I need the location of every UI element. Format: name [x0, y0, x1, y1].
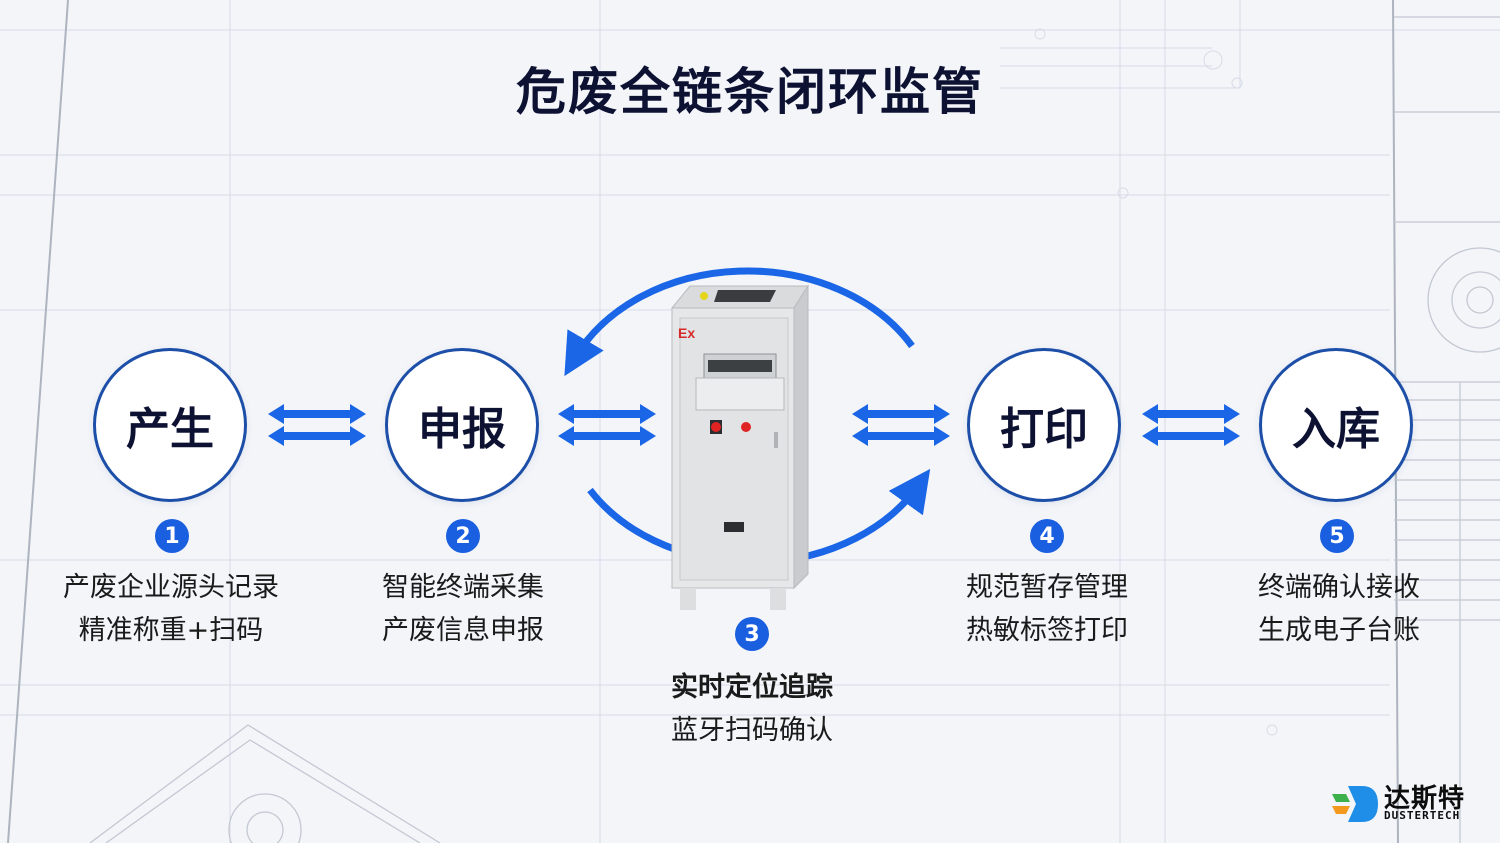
desc-line: 蓝牙扫码确认	[671, 715, 833, 746]
explosion-proof-cabinet-icon: Ex	[670, 284, 809, 610]
node-label: 入库	[1292, 404, 1380, 455]
double-arrow-icon	[558, 404, 656, 446]
double-arrow-icon	[1142, 404, 1240, 446]
node-label: 产生	[126, 404, 214, 455]
desc-line: 实时定位追踪	[671, 672, 833, 703]
desc-line: 精准称重+扫码	[78, 615, 264, 646]
desc-line: 生成电子台账	[1258, 615, 1420, 646]
double-arrow-icon	[268, 404, 366, 446]
step-badge-2: 2	[446, 519, 480, 553]
node-generate: 产生	[93, 348, 247, 502]
page-title: 危废全链条闭环监管	[516, 63, 984, 121]
node-label: 打印	[1000, 404, 1088, 455]
step-badge-3: 3	[735, 617, 769, 651]
node-storage: 入库	[1259, 348, 1413, 502]
step-5-description: 终端确认接收 生成电子台账	[1216, 566, 1462, 652]
logo-name-en: DUSTERTECH	[1384, 809, 1461, 822]
desc-line: 产废信息申报	[382, 615, 544, 646]
company-logo: 达斯特 DUSTERTECH	[1330, 778, 1490, 828]
step-2-description: 智能终端采集 产废信息申报	[340, 566, 586, 652]
logo-mark-icon	[1332, 786, 1378, 822]
step-badge-5: 5	[1320, 519, 1354, 553]
node-print: 打印	[967, 348, 1121, 502]
desc-line: 终端确认接收	[1258, 572, 1420, 603]
desc-line: 智能终端采集	[382, 572, 544, 603]
node-declare: 申报	[385, 348, 539, 502]
double-arrow-icon	[852, 404, 950, 446]
logo-name-cn: 达斯特	[1384, 784, 1466, 814]
step-badge-4: 4	[1030, 519, 1064, 553]
desc-line: 规范暂存管理	[966, 572, 1128, 603]
step-1-description: 产废企业源头记录 精准称重+扫码	[40, 566, 302, 652]
node-label: 申报	[418, 404, 506, 455]
step-badge-1: 1	[155, 519, 189, 553]
step-4-description: 规范暂存管理 热敏标签打印	[925, 566, 1169, 652]
ex-mark: Ex	[678, 325, 695, 341]
desc-line: 产废企业源头记录	[63, 572, 279, 603]
desc-line: 热敏标签打印	[966, 615, 1128, 646]
step-3-description: 实时定位追踪 蓝牙扫码确认	[630, 666, 874, 752]
